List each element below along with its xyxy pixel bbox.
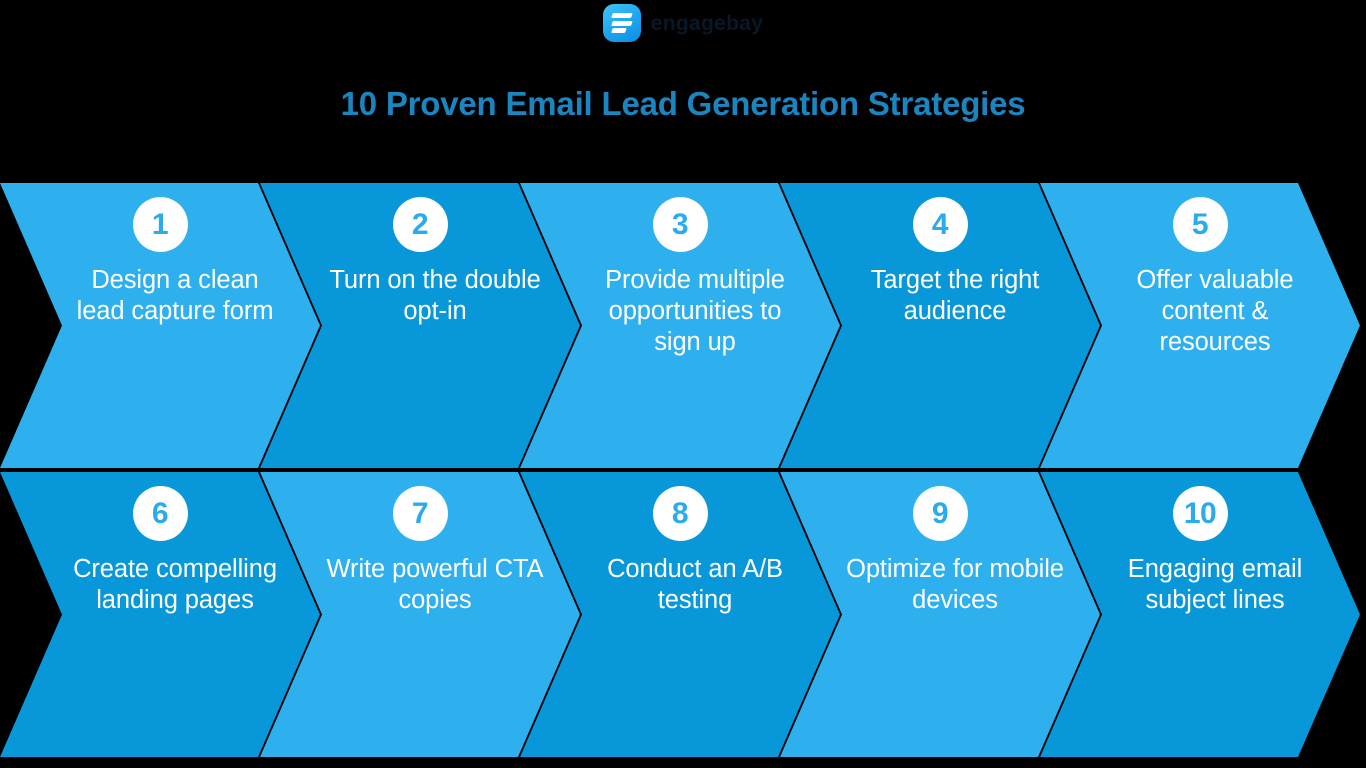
step-number-badge: 2	[392, 197, 448, 252]
step-number-badge: 4	[912, 197, 968, 252]
engagebay-logo-icon	[602, 4, 641, 42]
step-label: Conduct an A/B testing	[607, 555, 783, 615]
step-number-badge: 6	[132, 486, 188, 541]
step-number-badge: 9	[912, 486, 968, 541]
step-label: Target the right audience	[870, 266, 1040, 326]
step-label: Create compelling landing pages	[73, 555, 277, 615]
step-label: Design a clean lead capture form	[76, 266, 274, 326]
brand-wordmark: engagebay	[650, 11, 764, 35]
step-number-badge: 5	[1172, 197, 1228, 252]
step-number-badge: 8	[652, 486, 708, 541]
step-label: Engaging email subject lines	[1127, 555, 1303, 615]
step-number-badge: 3	[652, 197, 708, 252]
step-label: Optimize for mobile devices	[846, 555, 1064, 615]
step-number-badge: 7	[392, 486, 448, 541]
step-label: Turn on the double opt-in	[329, 266, 541, 326]
step-label: Provide multiple opportunities to sign u…	[605, 266, 785, 357]
step-number-badge: 1	[132, 197, 188, 252]
step-label: Write powerful CTA copies	[326, 555, 544, 615]
brand-header: engagebay	[0, 0, 1366, 46]
page-title: 10 Proven Email Lead Generation Strategi…	[340, 85, 1026, 122]
step-label: Offer valuable content & resources	[1136, 266, 1294, 357]
step-number-badge: 10	[1172, 486, 1228, 541]
